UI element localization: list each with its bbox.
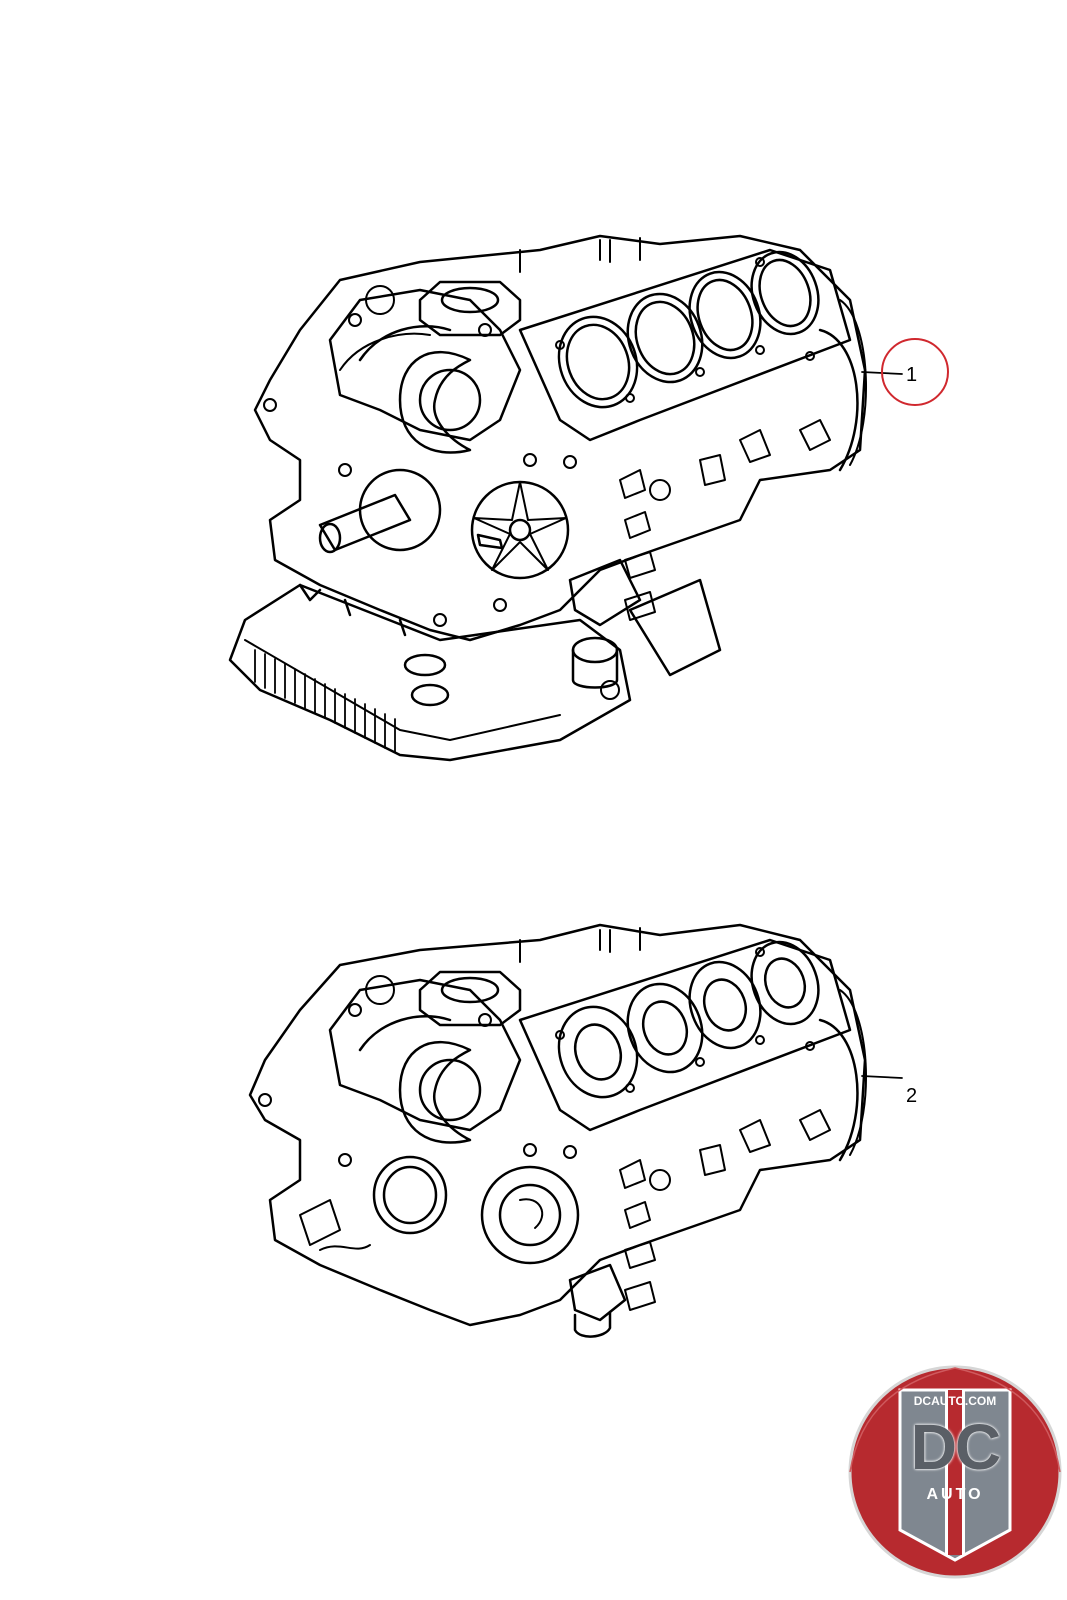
engine-assembly-2-illustration <box>248 923 868 1338</box>
logo-mark-text: DC <box>910 1411 1001 1483</box>
logo-sub-text: AUTO <box>926 1486 984 1503</box>
dcauto-logo <box>848 1365 1062 1579</box>
callout-label-1: 1 <box>906 364 918 386</box>
callout-2-leader <box>861 1075 903 1079</box>
engine-assembly-1-illustration <box>228 234 868 762</box>
callout-1-highlight-circle <box>881 338 949 406</box>
callout-label-2: 2 <box>906 1085 918 1107</box>
logo-site-text: DCAUTO.COM <box>913 1394 997 1408</box>
